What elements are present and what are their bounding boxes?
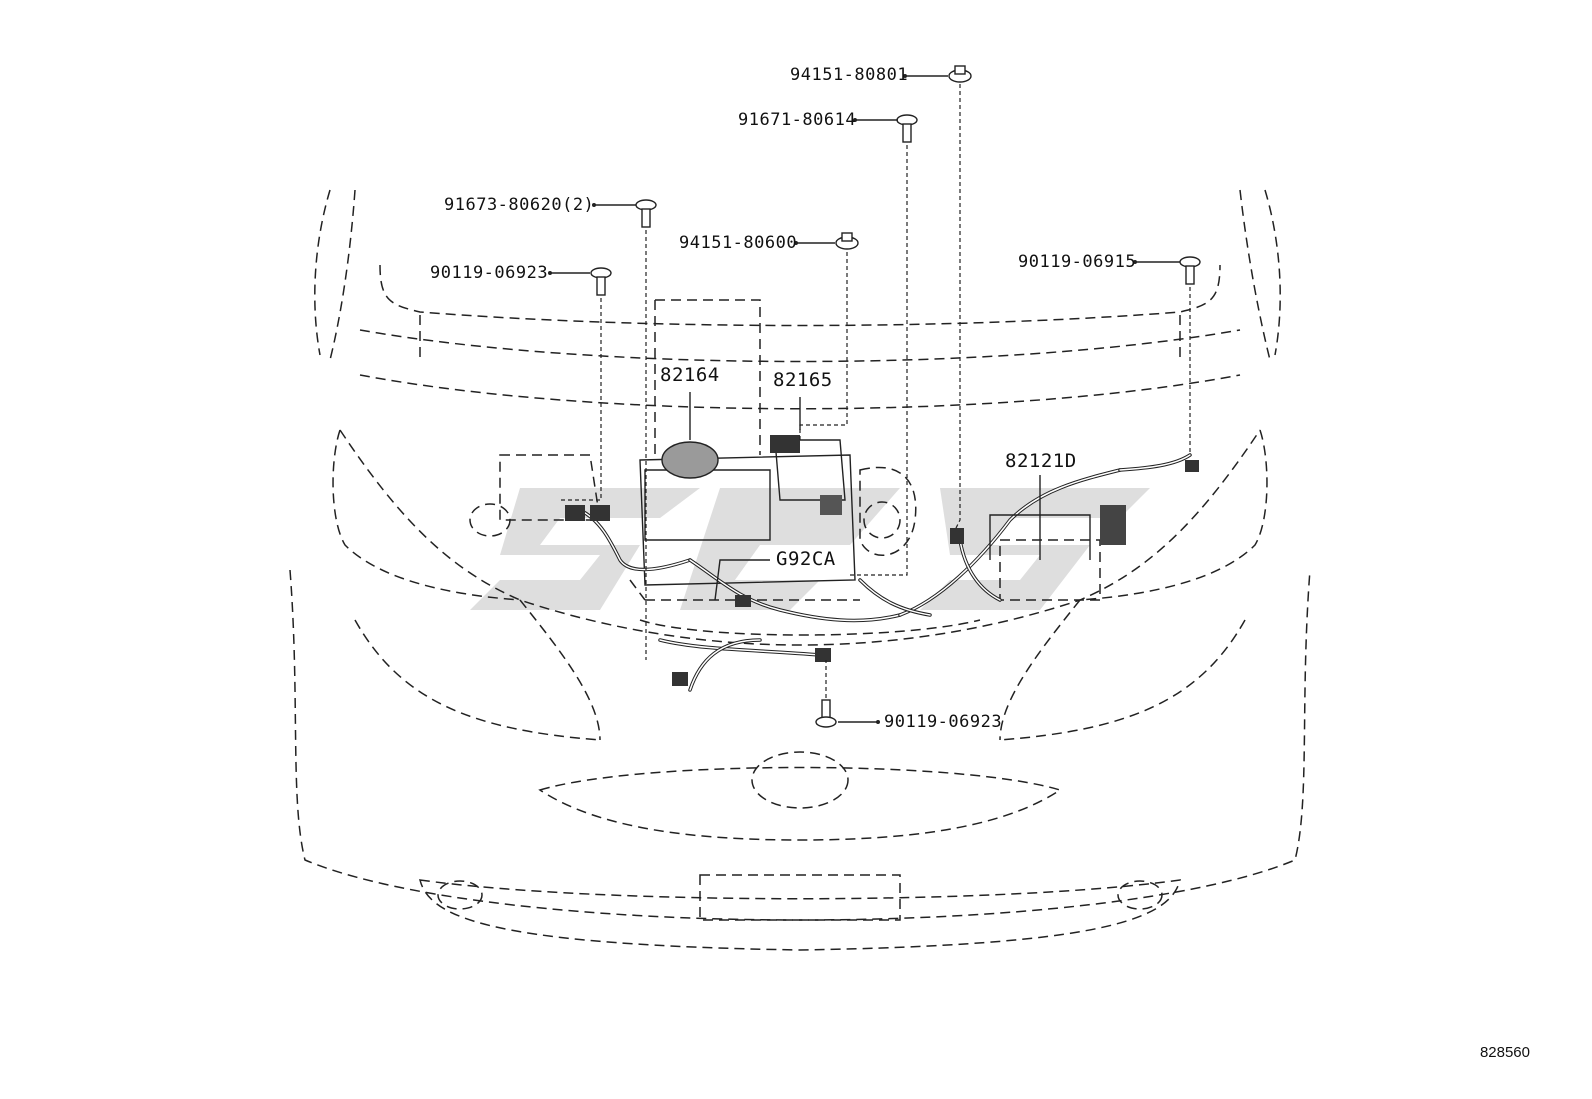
bolt-icon (815, 699, 837, 728)
part-number-label: 94151-80600 (679, 233, 798, 253)
part-number-label: 90119-06923 (430, 263, 549, 283)
bolt-icon (1179, 256, 1201, 285)
callout-82165: 82165 (773, 369, 833, 391)
leader-lines (548, 74, 1191, 724)
drawing-number: 828560 (1479, 1044, 1530, 1061)
part-number-label: 91671-80614 (738, 110, 857, 130)
nut-icon (948, 65, 972, 83)
part-number-label: 90119-06915 (1018, 252, 1137, 272)
callout-g92ca: G92CA (776, 548, 836, 570)
nut-icon (835, 232, 859, 250)
fasteners (590, 65, 1201, 728)
vehicle-outline (289, 189, 1311, 951)
bolt-icon (635, 199, 657, 228)
wire-harness (565, 453, 1199, 692)
part-number-label: 94151-80801 (790, 65, 909, 85)
bolt-icon (896, 114, 918, 143)
part-number-label: 90119-06923 (884, 712, 1003, 732)
ecu-assembly (629, 299, 860, 601)
bolt-icon (590, 267, 612, 296)
callout-82121d: 82121D (1005, 450, 1077, 472)
watermark-logo (470, 488, 1150, 610)
callout-82164: 82164 (660, 364, 720, 386)
part-number-label: 91673-80620(2) (444, 195, 595, 215)
